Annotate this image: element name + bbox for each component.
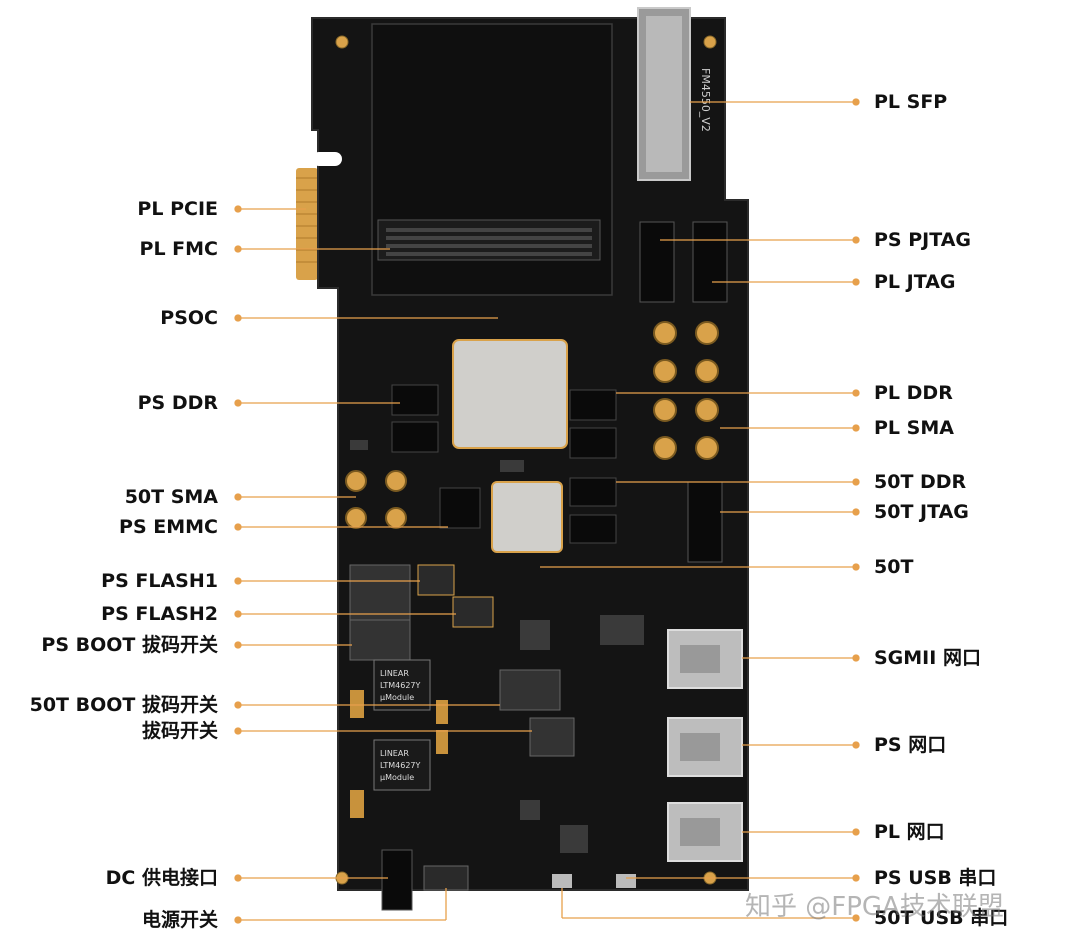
ps-flash1-chip	[417, 564, 455, 596]
50t-jtag-header	[687, 481, 723, 563]
label-50t-jtag: 50T JTAG	[874, 501, 969, 523]
power-switch-part	[423, 865, 469, 891]
label-pl-eth-port: PL 网口	[874, 821, 945, 843]
label-psoc: PSOC	[160, 307, 218, 329]
dc-jack	[381, 849, 413, 911]
ps-flash2-chip	[452, 596, 494, 628]
label-ps-eth-port: PS 网口	[874, 734, 947, 756]
label-ps-pjtag: PS PJTAG	[874, 229, 972, 251]
rj45-jacks	[667, 629, 743, 862]
label-pl-jtag: PL JTAG	[874, 271, 956, 293]
ltm2-line2: LTM4627Y	[380, 761, 421, 770]
label-pl-ddr: PL DDR	[874, 382, 953, 404]
label-pl-fmc: PL FMC	[139, 238, 218, 260]
label-sgmii-port: SGMII 网口	[874, 647, 981, 669]
psoc-chip	[452, 339, 568, 449]
label-ps-boot-dip: PS BOOT 拔码开关	[41, 634, 218, 656]
label-50t: 50T	[874, 556, 914, 578]
label-power-switch: 电源开关	[141, 909, 218, 931]
ltm2-line3: µModule	[380, 773, 414, 782]
label-dc-power-jack: DC 供电接口	[105, 867, 218, 889]
svg-text:FM4550_V2: FM4550_V2	[699, 68, 712, 132]
label-50t-sma: 50T SMA	[124, 486, 218, 508]
label-50t-ddr: 50T DDR	[874, 471, 967, 493]
label-ps-ddr: PS DDR	[137, 392, 218, 414]
label-ps-flash1: PS FLASH1	[101, 570, 218, 592]
50t-fpga-chip	[491, 481, 563, 553]
label-pl-pcie: PL PCIE	[137, 198, 218, 220]
ltm-module-1	[373, 659, 431, 711]
leader-lines-left	[234, 205, 532, 924]
label-ps-flash2: PS FLASH2	[101, 603, 218, 625]
ddr-chips	[391, 384, 617, 544]
label-ps-usb-uart: PS USB 串口	[874, 867, 997, 889]
label-pl-sma: PL SMA	[874, 417, 954, 439]
ltm-module-2	[373, 739, 431, 791]
label-dip-switch: 拔码开关	[141, 720, 218, 742]
pl-sma-connectors	[653, 321, 719, 460]
label-50t-usb-uart: 50T USB 串口	[874, 907, 1009, 929]
dip-switches	[349, 564, 575, 757]
label-50t-boot-dip: 50T BOOT 拔码开关	[29, 694, 218, 716]
label-ps-emmc: PS EMMC	[119, 516, 218, 538]
ps-pjtag-header	[639, 221, 675, 303]
pcie-gold-fingers	[296, 168, 318, 280]
watermark: 知乎 @FPGA技术联盟	[745, 892, 1004, 922]
leader-lines-right	[540, 98, 860, 922]
ltm2-line1: LINEAR	[380, 749, 409, 758]
label-pl-sfp: PL SFP	[874, 91, 948, 113]
ltm1-line2: LTM4627Y	[380, 681, 421, 690]
50t-sma-connectors	[345, 470, 407, 529]
ltm1-line1: LINEAR	[380, 669, 409, 678]
ltm1-line3: µModule	[380, 693, 414, 702]
pl-jtag-header	[692, 221, 728, 303]
